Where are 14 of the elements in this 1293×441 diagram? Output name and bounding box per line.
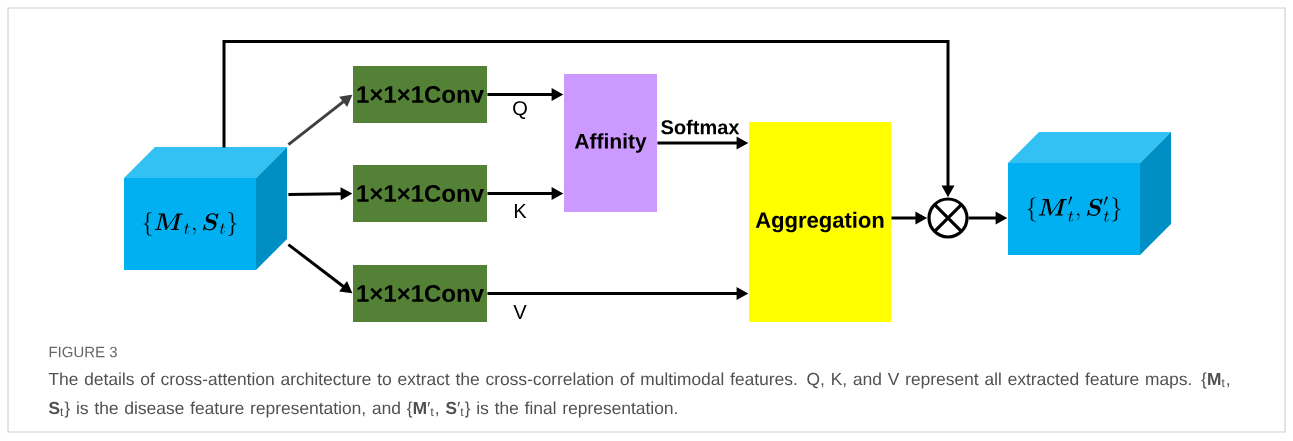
- aggregation-box: Aggregation: [749, 122, 891, 322]
- conv-box: 1×1×1Conv: [353, 165, 487, 222]
- edge-label: Q: [510, 99, 530, 121]
- multiply-circle: [927, 197, 969, 239]
- conv-box: 1×1×1Conv: [353, 66, 487, 123]
- cube-block: $\{\boldsymbol{M}'_t, \boldsymbol{S}'_t\}$: [1008, 132, 1171, 255]
- edge-label: Softmax: [658, 117, 742, 137]
- edge-label: K: [511, 202, 529, 220]
- caption: The details of cross-attention architecture to extract the cross-correlation of multimodal features. Q, K, and V represent all extracted feature maps. {M$_{t}$, S$_{t}$} is the disease feature representation, and {M′$_{t}$, S′$_{t}$} is the final representation.: [48, 372, 1230, 418]
- figure-number: FIGURE 3: [49, 346, 117, 358]
- conv-box: 1×1×1Conv: [353, 265, 487, 322]
- edge-label: V: [511, 303, 529, 321]
- cube-block: $\{\boldsymbol{M}_t, \boldsymbol{S}_t\}$: [124, 147, 287, 270]
- affinity-box: Affinity: [564, 74, 657, 212]
